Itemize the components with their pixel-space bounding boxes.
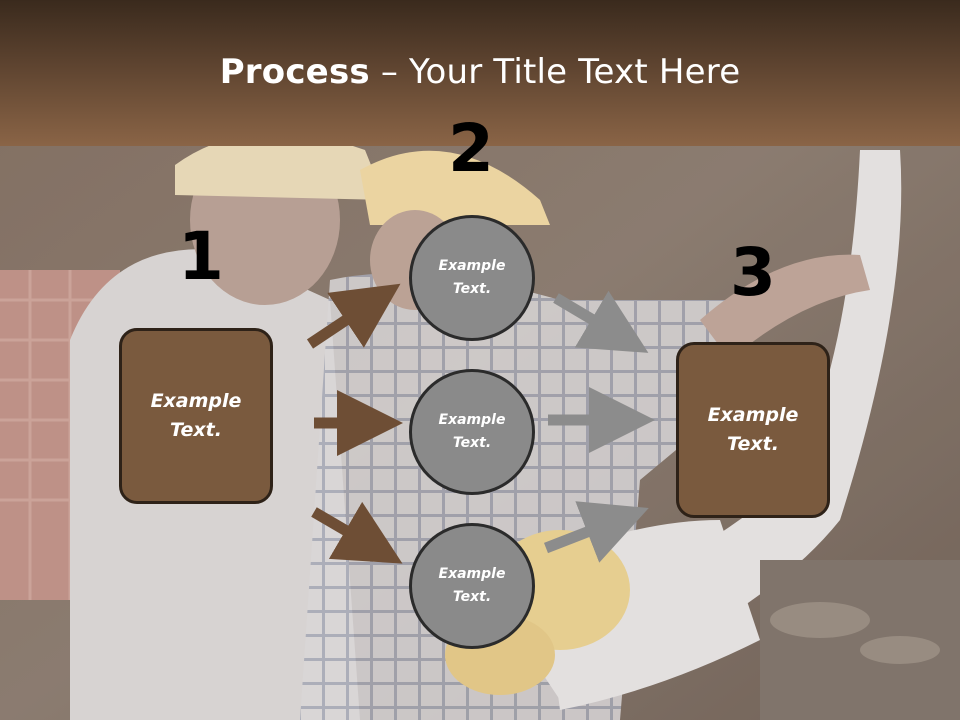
- step1-box-label: Example Text.: [150, 390, 242, 441]
- step2-circle-middle[interactable]: Example Text.: [409, 369, 535, 495]
- step2-circle-top-label: Example Text.: [438, 258, 506, 297]
- step-number-3: 3: [730, 234, 776, 311]
- arrow-box1-to-circle-top: [306, 283, 401, 349]
- arrow-circle-top-to-box3: [553, 290, 649, 353]
- arrow-box1-to-circle-bottom: [311, 501, 403, 564]
- step3-box[interactable]: Example Text.: [676, 342, 830, 518]
- arrow-circle-bottom-to-box3: [544, 501, 649, 563]
- title-bold: Process: [219, 52, 370, 92]
- step2-circle-bottom-label: Example Text.: [438, 566, 506, 605]
- step3-box-label: Example Text.: [707, 404, 799, 455]
- step2-circle-middle-label: Example Text.: [438, 412, 506, 451]
- step-number-2: 2: [448, 110, 494, 187]
- title-bar: [0, 0, 960, 146]
- title-rest: – Your Title Text Here: [369, 52, 741, 92]
- slide-title: Process – Your Title Text Here: [0, 52, 960, 92]
- step2-circle-top[interactable]: Example Text.: [409, 215, 535, 341]
- step2-circle-bottom[interactable]: Example Text.: [409, 523, 535, 649]
- step1-box[interactable]: Example Text.: [119, 328, 273, 504]
- step-number-1: 1: [178, 218, 224, 295]
